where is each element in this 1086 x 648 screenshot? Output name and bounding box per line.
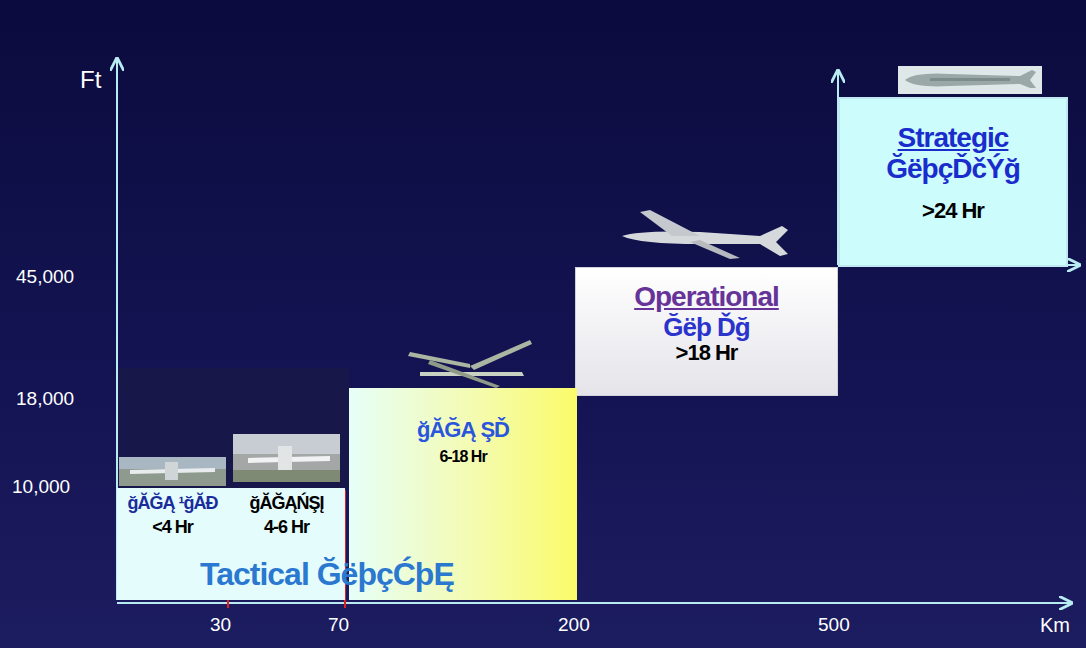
strategic-box: StrategicĞëþçĎčÝğ >24 Hr: [838, 97, 1068, 267]
box-heading: ğĂĞĄŃŞĮ: [250, 494, 324, 514]
tactical-drone-image: [408, 340, 532, 388]
endurance-value: <4 Hr: [152, 518, 193, 538]
endurance-value: 4-6 Hr: [264, 518, 309, 538]
box-subtitle: ĞëþçĎčÝğ: [886, 154, 1020, 185]
axis-title: Ft: [80, 66, 101, 94]
box-heading: Strategic: [898, 123, 1009, 154]
tick-label: 70: [328, 614, 349, 636]
tick-label: 200: [558, 614, 590, 636]
photo-panel: [117, 368, 349, 488]
tick-label: 45,000: [16, 266, 74, 288]
box-heading: ğĂĞĄ ¹ğĂĐ: [128, 494, 218, 514]
endurance-value: >18 Hr: [676, 341, 738, 365]
box-subtitle: Ğëþ Ďğ: [663, 313, 749, 342]
global-hawk-image: [898, 66, 1042, 94]
group-label: Tactical ĞëþçĆþĘ: [200, 556, 454, 593]
tick-label: 18,000: [16, 388, 74, 410]
endurance-value: 6-18 Hr: [439, 448, 486, 466]
endurance-value: >24 Hr: [922, 199, 984, 223]
tick-label: 500: [818, 614, 850, 636]
axis-title: Km: [1040, 614, 1070, 637]
uav-photo: [119, 457, 226, 486]
box-heading: Operational: [634, 282, 779, 313]
uav-photo: [233, 434, 340, 482]
tick-label: 10,000: [12, 476, 70, 498]
operational-box: OperationalĞëþ Ďğ>18 Hr: [575, 267, 838, 396]
box-heading: ğĂĞĄ ŞĎ: [417, 418, 509, 442]
tick-label: 30: [210, 614, 231, 636]
predator-image: [622, 210, 788, 259]
x-axis: [117, 602, 1070, 604]
